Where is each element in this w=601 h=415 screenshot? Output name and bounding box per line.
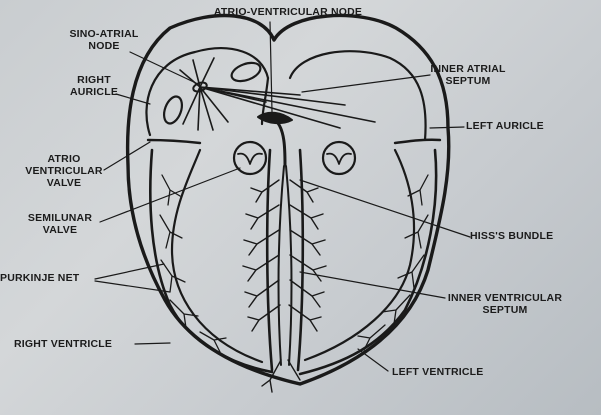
bundle-branch-right [279,166,284,365]
av-valve-left [395,140,440,143]
label-semilunar-valve: SEMILUNAR VALVE [20,212,100,236]
label-right-auricle: RIGHT AURICLE [64,74,124,98]
av-valve-right [148,140,200,143]
label-hiss-bundle: HISS'S BUNDLE [470,230,580,242]
label-av-valve: ATRIO VENTRICULAR VALVE [22,153,106,189]
atria-inner-wall-left [290,51,426,140]
label-purkinje-net: PURKINJE NET [0,272,96,284]
bundle-of-his [275,120,285,165]
right-ventricle-lumen-edge [172,150,262,362]
purkinje-fibers-right-wall [160,175,226,352]
left-ventricle-lumen-edge [305,150,414,360]
vena-cava-opening-lower [161,94,186,126]
label-left-ventricle: LEFT VENTRICLE [392,366,522,378]
semilunar-valve-right-cusps [238,154,262,164]
semilunar-valve-left [323,142,355,174]
semilunar-valve-right [234,142,266,174]
bundle-branch-left [286,166,291,365]
label-right-ventricle: RIGHT VENTRICLE [14,338,138,350]
label-sa-node: SINO-ATRIAL NODE [64,28,144,52]
vena-cava-opening-upper [229,59,263,84]
left-ventricle-inner-wall [300,150,436,374]
label-left-auricle: LEFT AURICLE [466,120,566,132]
label-inner-ventricular-septum: INNER VENTRICULAR SEPTUM [435,292,575,316]
label-inner-atrial-septum: INNER ATRIAL SEPTUM [420,63,516,87]
label-av-node: ATRIO-VENTRICULAR NODE [200,6,376,18]
semilunar-valve-left-cusps [327,154,351,164]
